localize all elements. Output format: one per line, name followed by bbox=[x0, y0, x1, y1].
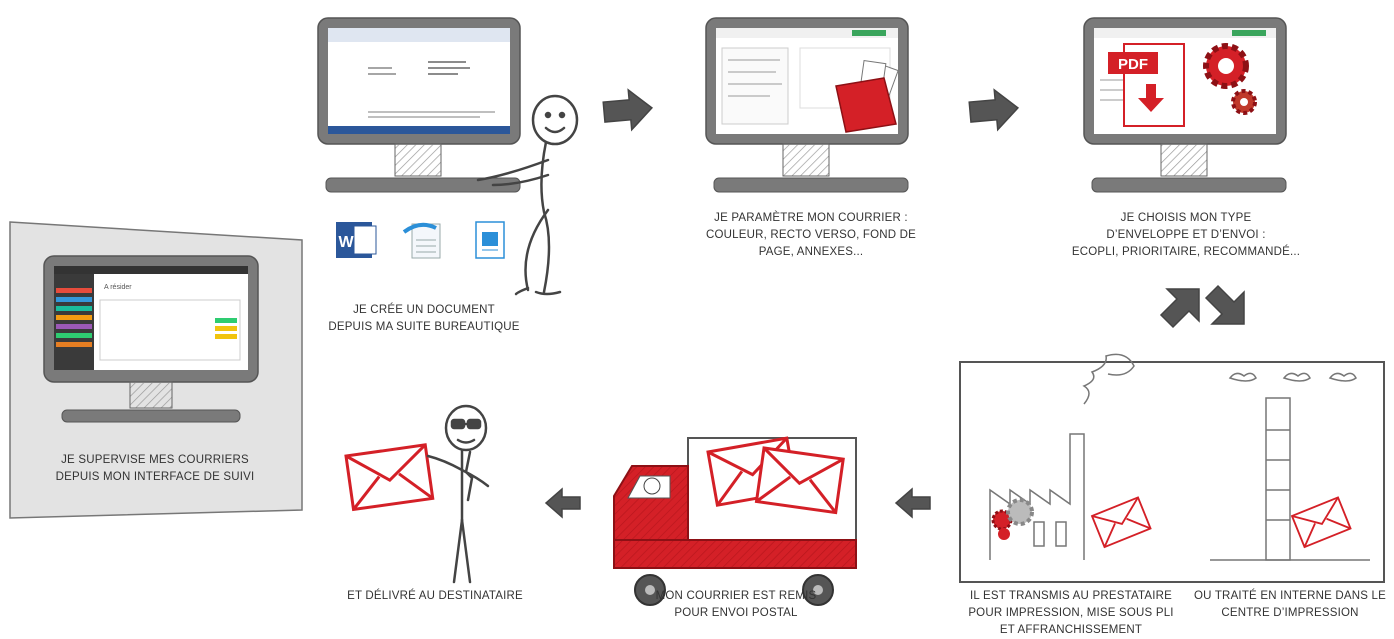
gear-small-icon bbox=[1231, 89, 1257, 115]
caption-provider: IL EST TRANSMIS AU PRESTATAIRE POUR IMPR… bbox=[956, 588, 1186, 639]
stick-figure-recipient bbox=[426, 404, 490, 584]
monitor-create bbox=[317, 17, 521, 193]
caption-supervise: JE SUPERVISE MES COURRIERS DEPUIS MON IN… bbox=[36, 452, 274, 486]
printing-panel bbox=[959, 353, 1385, 583]
caption-create-line1: JE CRÉE UN DOCUMENT bbox=[353, 304, 495, 316]
caption-envelope: JE CHOISIS MON TYPE D’ENVELOPPE ET D’ENV… bbox=[1066, 210, 1306, 261]
pdf-label: PDF bbox=[1118, 56, 1148, 73]
caption-truck-line2: POUR ENVOI POSTAL bbox=[674, 607, 798, 619]
pdf-icon: PDF bbox=[1108, 43, 1185, 127]
caption-configure-line1: JE PARAMÈTRE MON COURRIER : bbox=[714, 212, 908, 224]
folder-icon bbox=[835, 60, 899, 133]
arrow-right-icon-2 bbox=[968, 88, 1020, 132]
caption-truck-line1: MON COURRIER EST REMIS bbox=[655, 590, 817, 602]
caption-configure-line2: COULEUR, RECTO VERSO, FOND DE bbox=[705, 229, 917, 241]
arrow-left-icon bbox=[894, 487, 931, 519]
arrow-down-left-icon bbox=[1159, 288, 1200, 329]
caption-configure: JE PARAMÈTRE MON COURRIER : COULEUR, REC… bbox=[696, 210, 926, 261]
truck-icon bbox=[613, 436, 857, 606]
factory-gears-icon bbox=[991, 498, 1034, 540]
supervision-panel bbox=[9, 221, 303, 519]
arrow-left-icon-2 bbox=[544, 487, 581, 519]
caption-envelope-line1: JE CHOISIS MON TYPE bbox=[1120, 212, 1252, 224]
caption-internal-line1: OU TRAITÉ EN INTERNE DANS LE bbox=[1194, 590, 1386, 602]
caption-delivered: ET DÉLIVRÉ AU DESTINATAIRE bbox=[330, 588, 540, 605]
libreoffice-writer-icon bbox=[475, 221, 505, 259]
gear-icon bbox=[1203, 43, 1249, 89]
arrow-down-right-icon bbox=[1204, 284, 1245, 325]
word-icon: W bbox=[336, 222, 377, 258]
word-icon-letter: W bbox=[338, 234, 354, 251]
caption-provider-line2: POUR IMPRESSION, MISE SOUS PLI bbox=[968, 607, 1174, 619]
stick-figure-typing bbox=[476, 94, 579, 296]
caption-truck: MON COURRIER EST REMIS POUR ENVOI POSTAL bbox=[636, 588, 836, 622]
caption-envelope-line3: ECOPLI, PRIORITAIRE, RECOMMANDÉ... bbox=[1071, 246, 1301, 258]
caption-internal-line2: CENTRE D’IMPRESSION bbox=[1221, 607, 1359, 619]
caption-configure-line3: PAGE, ANNEXES... bbox=[758, 246, 864, 258]
truck-envelope-2-icon bbox=[754, 446, 845, 515]
supervision-monitor bbox=[43, 255, 259, 423]
openoffice-icon bbox=[402, 222, 441, 259]
monitor-envelope: PDF bbox=[1083, 17, 1287, 193]
printing-tower-icon bbox=[1210, 372, 1370, 561]
caption-delivered-line1: ET DÉLIVRÉ AU DESTINATAIRE bbox=[347, 590, 523, 602]
caption-create: JE CRÉE UN DOCUMENT DEPUIS MA SUITE BURE… bbox=[320, 302, 528, 336]
caption-provider-line1: IL EST TRANSMIS AU PRESTATAIRE bbox=[970, 590, 1172, 602]
arrow-right-icon bbox=[602, 88, 654, 132]
caption-supervise-line1: JE SUPERVISE MES COURRIERS bbox=[61, 454, 249, 466]
caption-envelope-line2: D’ENVELOPPE ET D’ENVOI : bbox=[1106, 229, 1266, 241]
monitor-configure bbox=[705, 17, 909, 193]
delivered-envelope-icon bbox=[344, 443, 435, 511]
factory-icon bbox=[989, 353, 1135, 560]
caption-internal: OU TRAITÉ EN INTERNE DANS LE CENTRE D’IM… bbox=[1188, 588, 1392, 622]
supervision-app-title: A résider bbox=[104, 284, 132, 291]
caption-create-line2: DEPUIS MA SUITE BUREAUTIQUE bbox=[328, 321, 520, 333]
caption-provider-line3: ET AFFRANCHISSEMENT bbox=[999, 624, 1143, 636]
caption-supervise-line2: DEPUIS MON INTERFACE DE SUIVI bbox=[55, 471, 255, 483]
